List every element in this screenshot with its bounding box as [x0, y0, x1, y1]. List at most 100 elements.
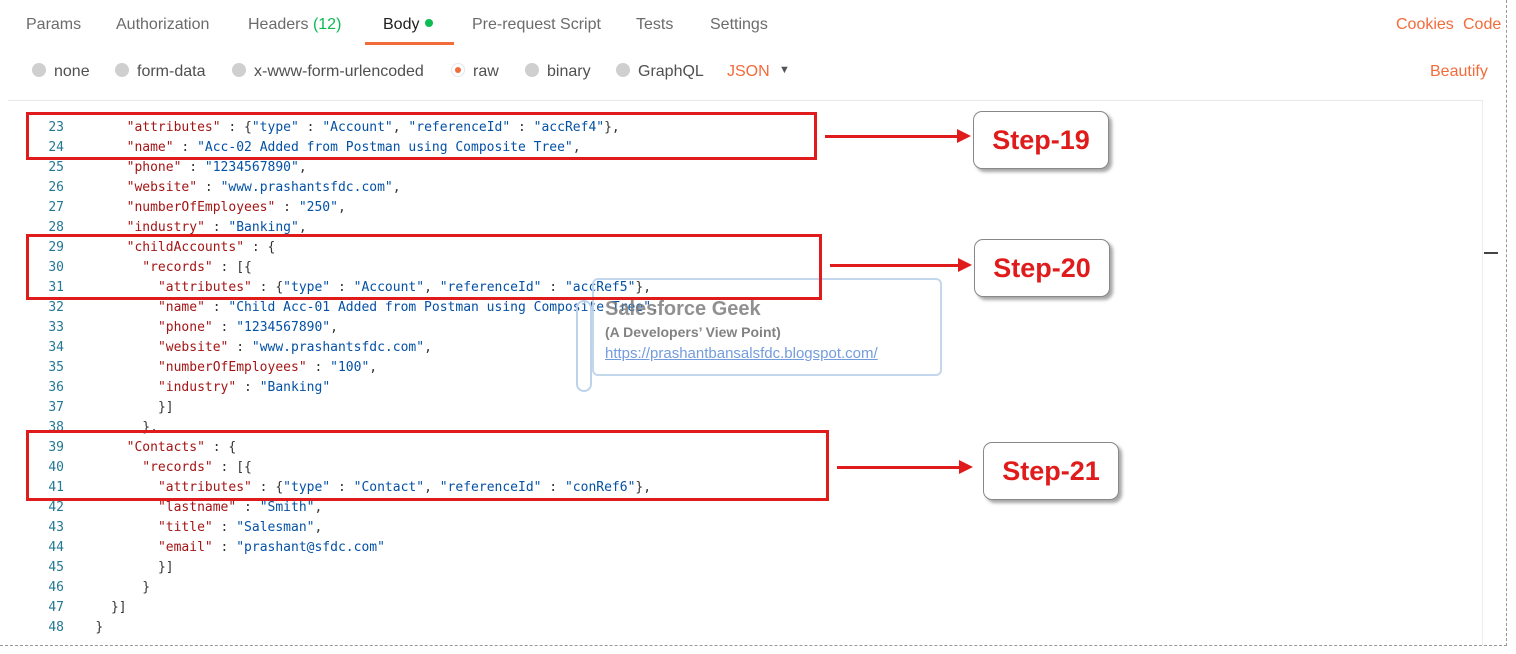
- code-indent: [95, 540, 158, 555]
- json-key: "numberOfEmployees": [126, 200, 276, 215]
- json-value: : {"type" : "Account", "referenceId" : "…: [220, 120, 620, 135]
- json-key: "name": [126, 140, 174, 155]
- watermark-subtitle: (A Developers’ View Point): [605, 324, 781, 340]
- radio-form-data[interactable]: form-data: [115, 63, 205, 81]
- line-number: 33: [48, 320, 64, 335]
- annotation-box-step-20: [26, 234, 822, 300]
- tab-body-label: Body: [383, 16, 420, 33]
- line-number: 28: [48, 220, 64, 235]
- radio-binary[interactable]: binary: [525, 63, 591, 81]
- json-value: : "Salesman",: [212, 520, 323, 535]
- body-active-dot-icon: [425, 19, 434, 27]
- radio-raw[interactable]: raw: [451, 63, 499, 81]
- radio-raw-label: raw: [473, 63, 499, 80]
- line-number: 44: [48, 540, 64, 555]
- code-line: 48 }: [8, 618, 103, 638]
- radio-urlencoded[interactable]: x-www-form-urlencoded: [232, 63, 424, 81]
- json-value: : [{: [212, 460, 252, 475]
- json-value: : {"type" : "Contact", "referenceId" : "…: [251, 480, 652, 495]
- json-value: : {: [204, 440, 237, 455]
- radio-graphql-label: GraphQL: [638, 63, 704, 80]
- line-number: 43: [48, 520, 64, 535]
- code-link[interactable]: Code: [1463, 16, 1502, 33]
- line-number: 32: [48, 300, 64, 315]
- tab-params[interactable]: Params: [26, 16, 82, 33]
- json-value: : "Banking": [236, 380, 331, 395]
- json-key: "records": [142, 260, 213, 275]
- json-value: : {"type" : "Account", "referenceId" : "…: [251, 280, 652, 295]
- line-number: 23: [48, 120, 64, 135]
- json-value: : "1234567890",: [181, 160, 307, 175]
- json-value: : "Banking",: [204, 220, 307, 235]
- tab-authorization[interactable]: Authorization: [116, 16, 210, 33]
- cookies-link[interactable]: Cookies: [1396, 16, 1454, 33]
- headers-count-badge: (12): [312, 16, 342, 33]
- code-line: 44 "email" : "prashant@sfdc.com": [8, 538, 385, 558]
- line-number: 34: [48, 340, 64, 355]
- json-value: : "250",: [275, 200, 346, 215]
- json-value: : "Smith",: [236, 500, 323, 515]
- json-value: }]: [157, 400, 174, 415]
- radio-form-data-label: form-data: [137, 63, 206, 80]
- radio-graphql[interactable]: GraphQL: [616, 63, 704, 81]
- code-indent: [95, 320, 158, 335]
- code-indent: [95, 520, 158, 535]
- code-indent: [95, 600, 111, 615]
- tab-prerequest-script[interactable]: Pre-request Script: [472, 16, 601, 33]
- json-key: "attributes": [126, 120, 221, 135]
- json-key: "industry": [126, 220, 205, 235]
- json-key: "website": [157, 340, 229, 355]
- watermark-frame: [592, 278, 942, 376]
- json-key: "lastname": [157, 500, 237, 515]
- radio-none[interactable]: none: [32, 63, 90, 81]
- code-indent: [95, 160, 126, 175]
- arrow-right-icon: [837, 460, 973, 474]
- arrow-right-icon: [825, 129, 971, 143]
- json-key: "phone": [157, 320, 213, 335]
- code-line: 26 "website" : "www.prashantsfdc.com",: [8, 178, 401, 198]
- editor-scrollbar[interactable]: [1482, 100, 1505, 645]
- code-line: 36 "industry" : "Banking": [8, 378, 330, 398]
- json-key: "industry": [157, 380, 237, 395]
- active-tab-underline: [365, 42, 454, 45]
- format-select[interactable]: JSON: [727, 63, 770, 80]
- radio-circle-icon: [115, 63, 129, 77]
- line-number: 27: [48, 200, 64, 215]
- code-indent: [95, 560, 158, 575]
- json-key: "email": [157, 540, 213, 555]
- json-value: }]: [157, 560, 174, 575]
- annotation-box-step-21: [26, 430, 829, 501]
- json-key: "name": [157, 300, 205, 315]
- code-line: 43 "title" : "Salesman",: [8, 518, 322, 538]
- json-key: "numberOfEmployees": [157, 360, 307, 375]
- tab-headers[interactable]: Headers (12): [248, 16, 341, 34]
- code-line: 42 "lastname" : "Smith",: [8, 498, 322, 518]
- json-value: : "1234567890",: [212, 320, 338, 335]
- line-number: 46: [48, 580, 64, 595]
- code-line: 23 "attributes" : {"type" : "Account", "…: [8, 118, 620, 138]
- code-indent: [95, 580, 142, 595]
- line-number: 30: [48, 260, 64, 275]
- code-line: 30 "records" : [{: [8, 258, 252, 278]
- tab-tests[interactable]: Tests: [636, 16, 674, 33]
- json-value: : {: [244, 240, 276, 255]
- code-line: 46 }: [8, 578, 150, 598]
- line-number: 35: [48, 360, 64, 375]
- code-line: 27 "numberOfEmployees" : "250",: [8, 198, 346, 218]
- json-key: "childAccounts": [126, 240, 245, 255]
- line-number: 24: [48, 140, 64, 155]
- code-indent: [95, 220, 126, 235]
- json-value: : "www.prashantsfdc.com",: [197, 180, 401, 195]
- chevron-down-icon[interactable]: ▼: [779, 64, 790, 76]
- code-indent: [95, 400, 158, 415]
- beautify-link[interactable]: Beautify: [1430, 63, 1488, 80]
- step-21-callout: Step-21: [983, 442, 1119, 500]
- json-value: : "100",: [306, 360, 378, 375]
- tab-body[interactable]: Body: [383, 16, 434, 34]
- json-key: "records": [142, 460, 213, 475]
- code-indent: [95, 500, 158, 515]
- step-19-callout: Step-19: [973, 111, 1109, 169]
- tab-settings[interactable]: Settings: [710, 16, 768, 33]
- radio-binary-label: binary: [547, 63, 591, 80]
- json-key: "attributes": [157, 280, 252, 295]
